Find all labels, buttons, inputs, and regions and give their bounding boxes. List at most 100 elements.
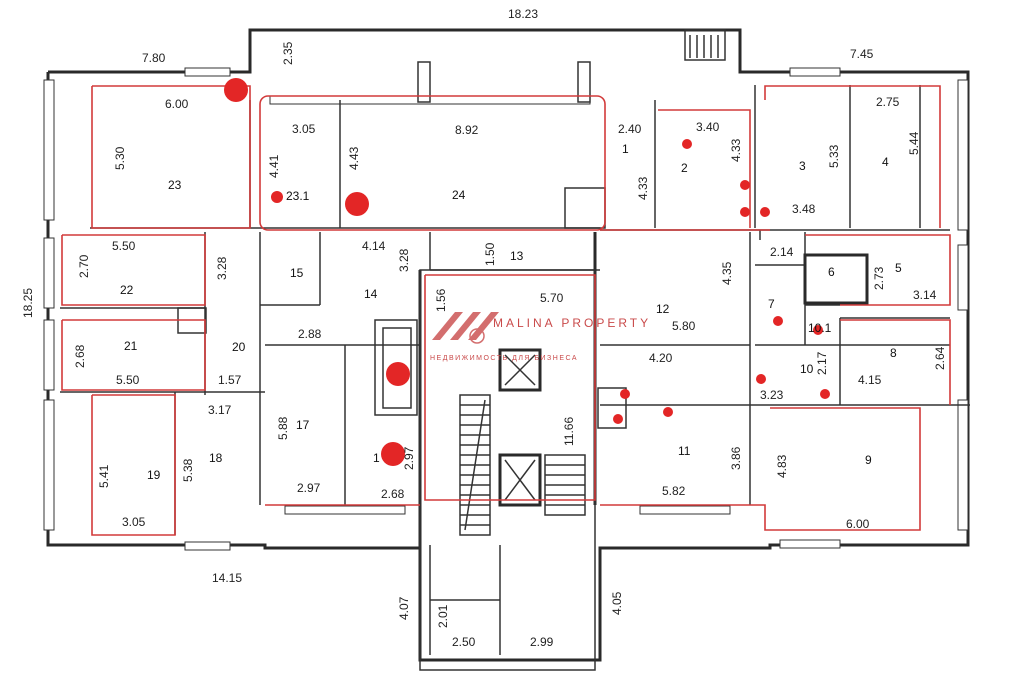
dim-label: 5.70 <box>540 291 564 305</box>
room-number: 8 <box>890 346 897 360</box>
interior-walls <box>60 85 970 660</box>
room-number: 13 <box>510 249 524 263</box>
markers <box>224 78 830 466</box>
dim-label: 2.73 <box>872 266 886 290</box>
dim-label: 4.35 <box>720 261 734 285</box>
dim-label: 2.97 <box>297 481 321 495</box>
dim-label: 1.50 <box>483 242 497 266</box>
dim-label: 2.40 <box>618 122 642 136</box>
dim-label: 4.41 <box>267 154 281 178</box>
marker-dot <box>271 191 283 203</box>
dim-label: 3.17 <box>208 403 232 417</box>
dim-label: 6.00 <box>846 517 870 531</box>
marker-dot <box>613 414 623 424</box>
room-number: 6 <box>828 265 835 279</box>
dim-label: 1.57 <box>218 373 242 387</box>
dimension-labels: 18.23 7.80 7.45 2.35 18.25 1 4.15 4.07 4.… <box>21 7 947 649</box>
marker-dot <box>820 389 830 399</box>
dim-label: 5.30 <box>113 146 127 170</box>
dim-label: 18.23 <box>508 7 538 21</box>
marker-dot <box>760 207 770 217</box>
room-number: 12 <box>656 302 670 316</box>
room-number: 22 <box>120 283 134 297</box>
dim-label: 2.70 <box>77 254 91 278</box>
dim-label: 11.66 <box>562 417 576 446</box>
room-number: 2 <box>681 161 688 175</box>
room-number: 1 <box>622 142 629 156</box>
dim-label: 8.92 <box>455 123 479 137</box>
dim-label: 4.33 <box>636 176 650 200</box>
dim-label: 3.86 <box>729 446 743 470</box>
room-numbers: 1 2 3 4 5 6 7 8 9 10 10.1 11 12 13 14 15… <box>120 142 902 482</box>
dim-label: 5.44 <box>907 131 921 155</box>
dim-label: 2.97 <box>402 446 416 470</box>
dim-label: 2.50 <box>452 635 476 649</box>
dim-label: 3.28 <box>397 248 411 272</box>
dim-label: 1.56 <box>434 288 448 312</box>
dim-label: 2.14 <box>770 245 794 259</box>
dim-label: 3.28 <box>215 256 229 280</box>
room-number: 10 <box>800 362 814 376</box>
dim-label: 4.20 <box>649 351 673 365</box>
dim-label: 2.68 <box>381 487 405 501</box>
staircase-icon <box>459 394 586 536</box>
elevator-icon <box>498 453 542 507</box>
room-number: 23 <box>168 178 182 192</box>
marker-dot <box>682 139 692 149</box>
dim-label: 5.80 <box>672 319 696 333</box>
dim-label: 5.38 <box>181 458 195 482</box>
room-number: 4 <box>882 155 889 169</box>
dim-label: 5.50 <box>116 373 140 387</box>
room-number: 10.1 <box>808 321 832 335</box>
dim-label: 5.82 <box>662 484 686 498</box>
marker-dot <box>381 442 405 466</box>
dim-label: 7.45 <box>850 47 874 61</box>
room-number: 23.1 <box>286 189 310 203</box>
marker-dot <box>813 325 823 335</box>
dim-label: 4.15 <box>858 373 882 387</box>
marker-dot <box>663 407 673 417</box>
marker-dot <box>740 180 750 190</box>
room-number: 17 <box>296 418 310 432</box>
dim-label: 7.80 <box>142 51 166 65</box>
malina-logo-icon <box>432 312 499 344</box>
dim-label: 2.64 <box>933 346 947 370</box>
dim-label: 5.33 <box>827 144 841 168</box>
room-number: 5 <box>895 261 902 275</box>
dim-label: 3.23 <box>760 388 784 402</box>
room-number: 24 <box>452 188 466 202</box>
room-number: 9 <box>865 453 872 467</box>
room-number: 14 <box>364 287 378 301</box>
logo-tagline: НЕДВИЖИМОСТЬ ДЛЯ БИЗНЕСА <box>430 355 578 362</box>
elevator-icon <box>498 348 542 392</box>
dim-label: 6.00 <box>165 97 189 111</box>
logo-name: MALINA PROPERTY <box>493 316 651 330</box>
dim-label: 4.43 <box>347 146 361 170</box>
room-number: 11 <box>678 444 691 458</box>
dim-label: 3.05 <box>122 515 146 529</box>
dim-label: 3.05 <box>292 122 316 136</box>
room-number: 20 <box>232 340 246 354</box>
dim-label: 18.25 <box>21 288 35 318</box>
dim-label: 3.48 <box>792 202 816 216</box>
dim-label: 4.07 <box>397 596 411 620</box>
room-number: 19 <box>147 468 161 482</box>
dim-label: 2.75 <box>876 95 900 109</box>
dim-label: 4.05 <box>610 591 624 615</box>
dim-label: 2.01 <box>436 604 450 628</box>
dim-label: 5.41 <box>97 464 111 488</box>
dim-label: 4.83 <box>775 454 789 478</box>
dim-label: 2.68 <box>73 344 87 368</box>
room-number: 7 <box>768 297 775 311</box>
room-number: 21 <box>124 339 138 353</box>
dim-label: 4.14 <box>362 239 386 253</box>
room-number: 1 <box>373 451 380 465</box>
dim-label: 2.35 <box>281 41 295 65</box>
marker-dot <box>756 374 766 384</box>
marker-dot <box>773 316 783 326</box>
marker-dot <box>386 362 410 386</box>
marker-dot <box>345 192 369 216</box>
dim-label: 2.88 <box>298 327 322 341</box>
room-number: 3 <box>799 159 806 173</box>
dim-label: 5.88 <box>276 416 290 440</box>
